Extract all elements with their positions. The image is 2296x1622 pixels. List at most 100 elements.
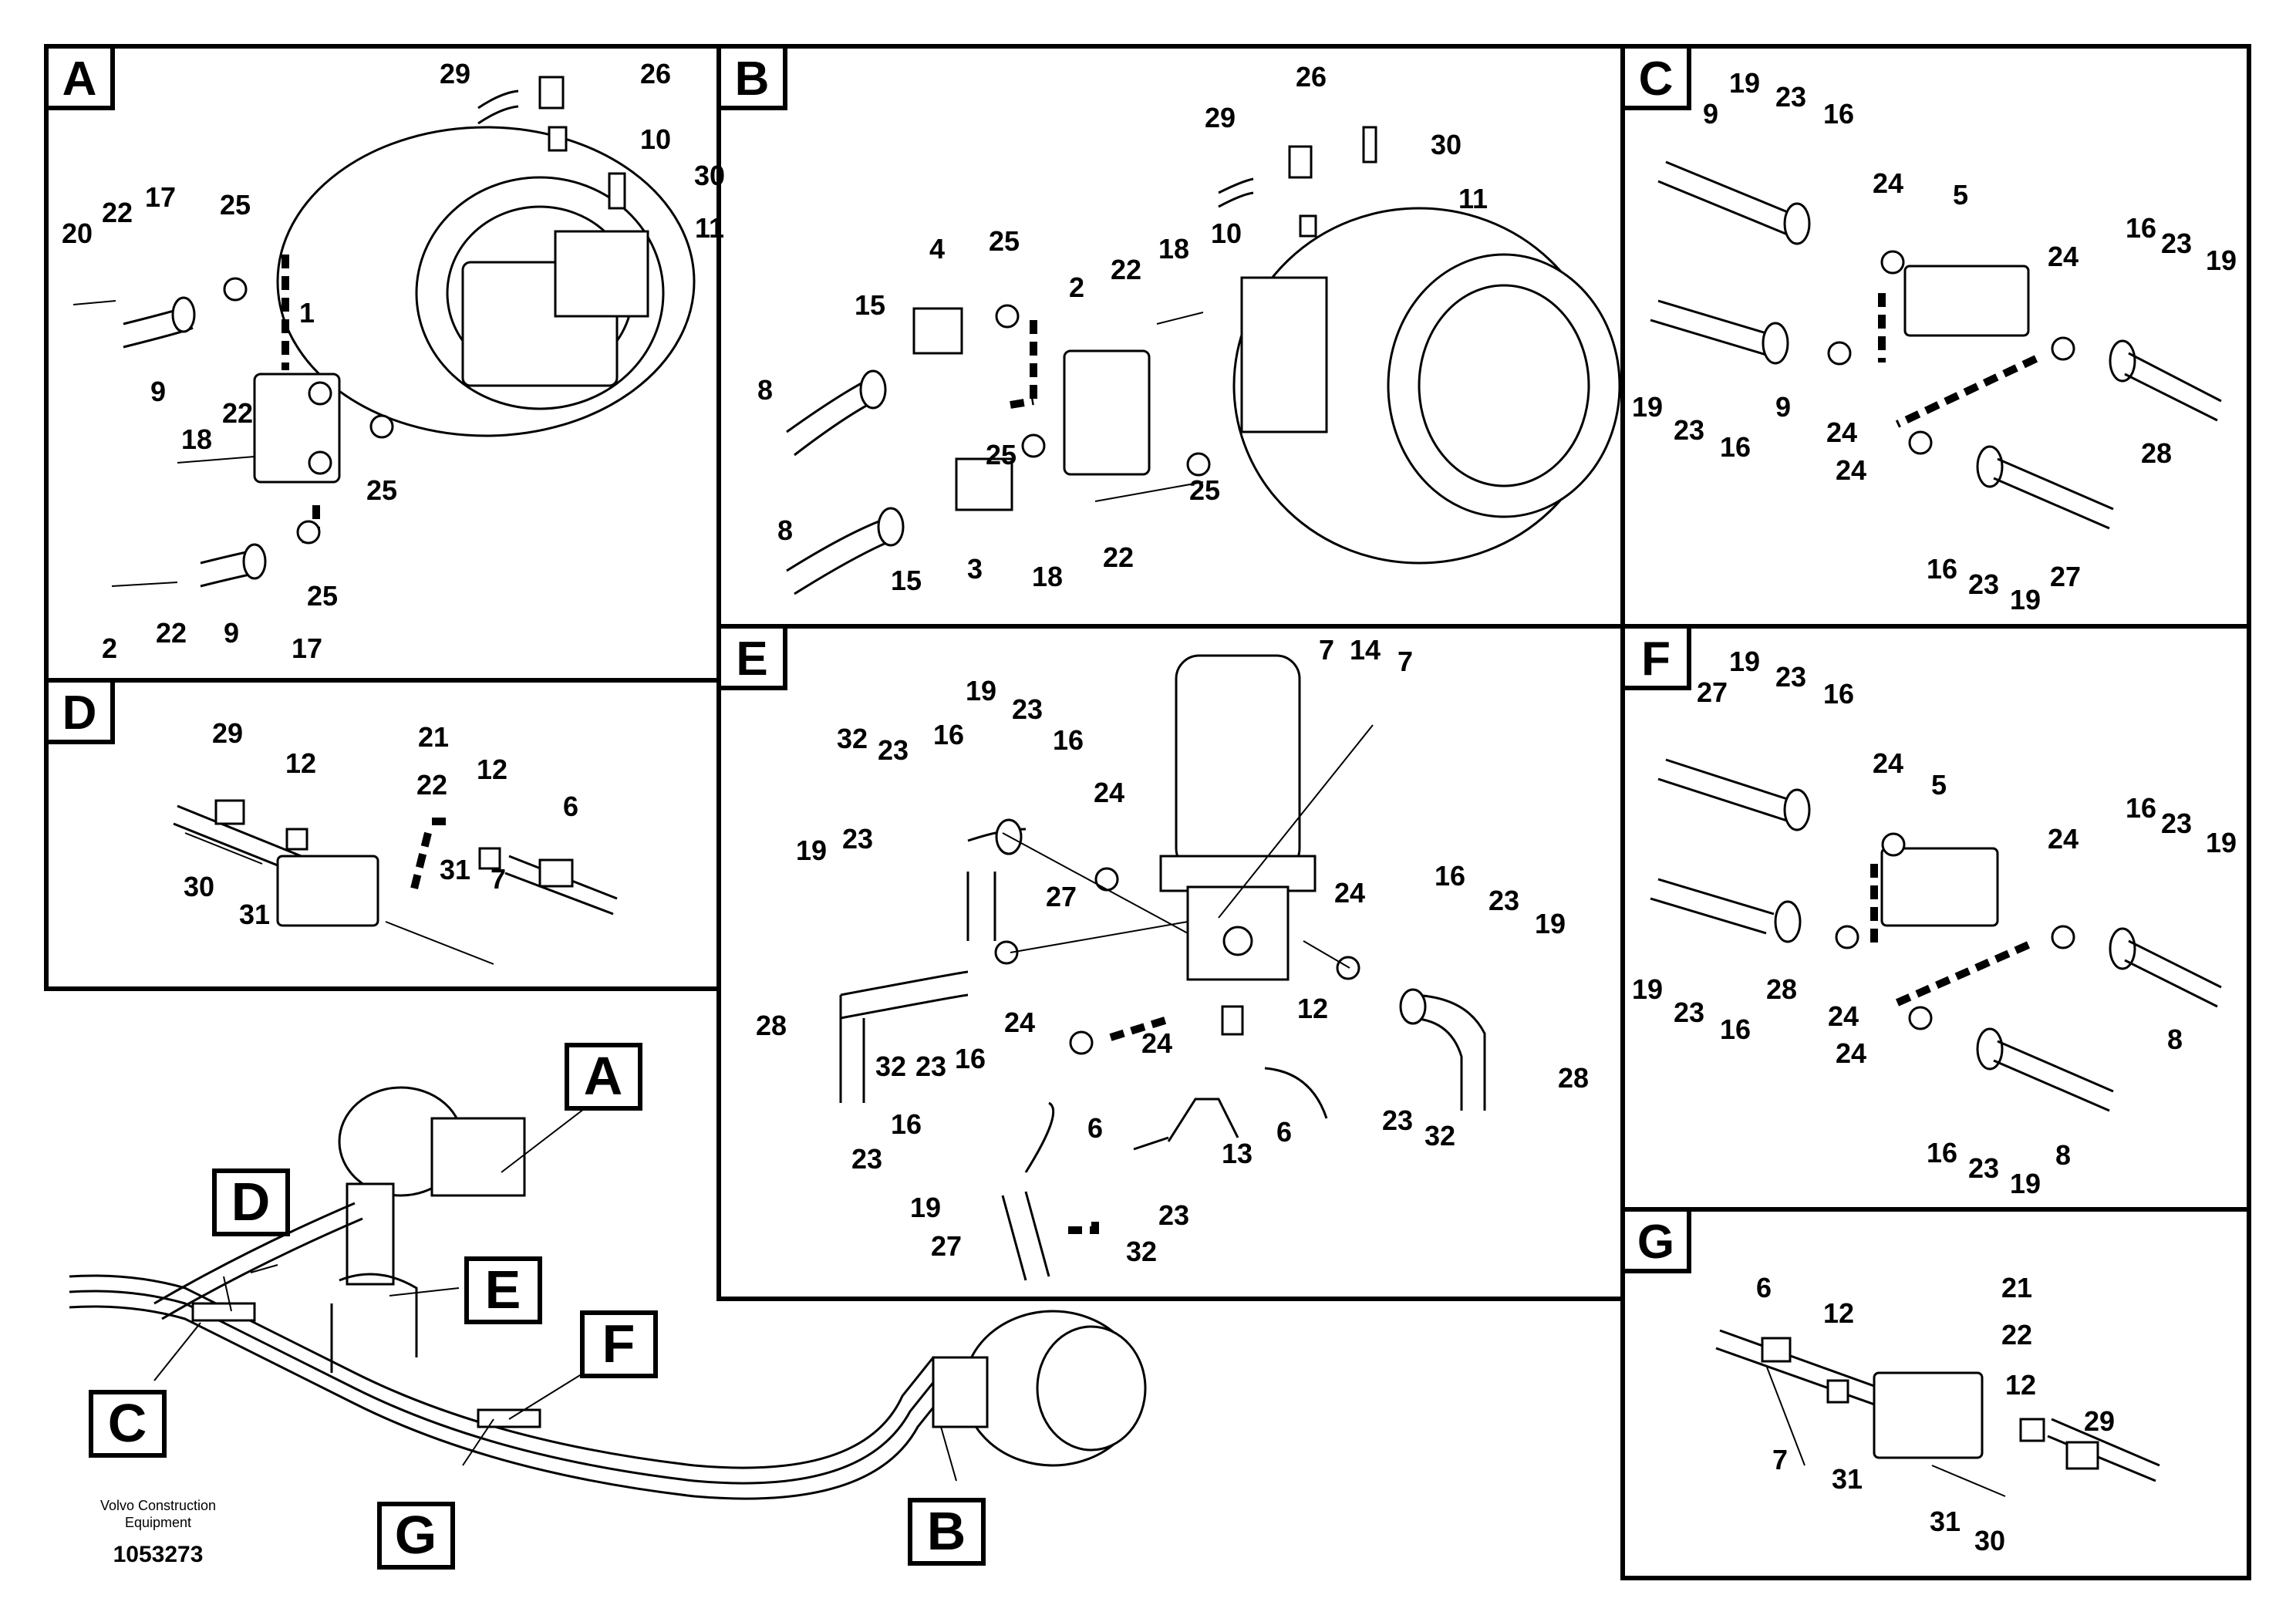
callout-d-6: 30 [184,871,214,902]
callout-e-17: 28 [756,1010,787,1041]
callout-f-5: 5 [1931,769,1947,801]
overview-label-b: B [908,1498,986,1566]
callout-f-4: 24 [1873,747,1903,779]
callout-f-2: 16 [1823,678,1854,710]
callout-e-35: 32 [1424,1120,1455,1152]
callout-f-9: 24 [2048,823,2079,855]
callout-b-11: 8 [757,374,773,406]
callout-e-11: 23 [842,823,873,855]
callout-a-11: 18 [181,423,212,455]
svg-text:C: C [1639,52,1674,106]
callout-c-8: 19 [2206,244,2237,276]
panel-c-drawing [1650,160,2222,530]
callout-e-20: 16 [955,1043,986,1074]
callout-b-0: 26 [1296,61,1327,93]
callout-f-18: 23 [1968,1152,1999,1184]
callout-c-0: 19 [1729,67,1760,99]
callout-a-10: 9 [150,376,166,407]
callout-a-12: 22 [222,397,253,429]
callout-c-18: 23 [1968,568,1999,600]
drawing-footer: Volvo Construction Equipment 1053273 [100,1498,216,1567]
callout-g-4: 12 [2005,1369,2036,1401]
overview-label-g: G [377,1502,455,1570]
callout-b-2: 30 [1431,129,1462,160]
svg-text:F: F [1641,632,1671,686]
callout-f-15: 24 [1836,1037,1866,1069]
callout-e-34: 23 [1382,1104,1413,1136]
callout-b-18: 25 [1189,474,1220,506]
callout-e-28: 23 [851,1143,882,1175]
callout-e-10: 19 [796,835,827,866]
callout-e-15: 23 [1489,885,1519,916]
callout-b-1: 29 [1205,102,1236,133]
callout-f-0: 19 [1729,646,1760,677]
callout-a-9: 1 [299,297,315,329]
panel-label-g: G [1620,1207,1691,1273]
panel-f-drawing [1650,758,2222,1112]
callout-e-4: 23 [1012,693,1043,725]
callout-c-9: 24 [2048,241,2079,272]
callout-f-17: 16 [1927,1137,1957,1168]
callout-c-12: 16 [1720,431,1751,463]
callout-g-2: 12 [1823,1297,1854,1329]
callout-e-9: 24 [1094,777,1124,808]
callout-e-27: 16 [891,1108,922,1140]
callout-d-5: 6 [563,791,578,822]
callout-e-19: 23 [915,1050,946,1082]
panel-label-b: B [716,44,787,110]
overview-label-e: E [464,1256,542,1324]
callout-e-32: 32 [1126,1236,1157,1267]
panel-d-drawing [173,799,618,965]
panel-label-e: E [716,624,787,690]
callout-a-5: 20 [62,218,93,249]
callout-e-5: 16 [1053,724,1084,756]
callout-f-8: 19 [2206,827,2237,858]
svg-text:D: D [231,1172,271,1232]
svg-text:C: C [108,1393,147,1453]
callout-e-30: 27 [931,1230,962,1262]
callout-c-7: 23 [2161,228,2192,259]
callout-f-16: 8 [2167,1023,2183,1055]
callout-e-12: 27 [1046,881,1077,912]
callout-a-16: 9 [224,617,239,649]
callout-b-16: 18 [1032,561,1063,592]
callout-a-1: 26 [640,58,671,89]
callout-c-10: 19 [1632,391,1663,423]
callout-a-18: 25 [307,580,338,612]
callout-g-0: 21 [2001,1272,2032,1303]
callout-b-9: 22 [1111,254,1141,285]
callout-c-5: 5 [1953,179,1968,211]
callout-e-24: 6 [1087,1112,1103,1144]
callout-c-14: 24 [1826,416,1857,448]
callout-d-9: 7 [491,863,506,895]
callout-a-3: 30 [694,160,725,191]
callout-g-7: 31 [1832,1463,1863,1495]
callout-b-17: 22 [1103,541,1134,573]
callout-c-13: 9 [1775,391,1791,423]
callout-e-13: 24 [1334,877,1365,909]
callout-c-16: 28 [2141,437,2172,469]
callout-c-3: 9 [1703,98,1718,130]
callout-a-0: 29 [440,58,470,89]
callout-e-14: 16 [1435,860,1465,892]
callout-d-3: 22 [416,769,447,801]
callout-g-3: 22 [2001,1319,2032,1351]
callout-b-8: 2 [1069,271,1084,303]
callout-c-15: 24 [1836,454,1866,486]
callout-e-18: 32 [875,1050,906,1082]
callout-d-8: 31 [440,854,470,885]
callout-e-29: 19 [910,1192,941,1223]
drawing-number: 1053273 [113,1542,204,1567]
callout-g-1: 6 [1756,1272,1772,1303]
callout-b-14: 15 [891,565,922,596]
callout-e-22: 24 [1141,1027,1172,1059]
callout-e-31: 23 [1158,1199,1189,1231]
callout-e-2: 7 [1397,646,1413,677]
callout-f-14: 24 [1828,1000,1859,1032]
svg-text:G: G [395,1505,437,1565]
callout-f-12: 16 [1720,1013,1751,1045]
callout-b-15: 3 [967,553,983,585]
callout-e-3: 19 [966,675,996,706]
